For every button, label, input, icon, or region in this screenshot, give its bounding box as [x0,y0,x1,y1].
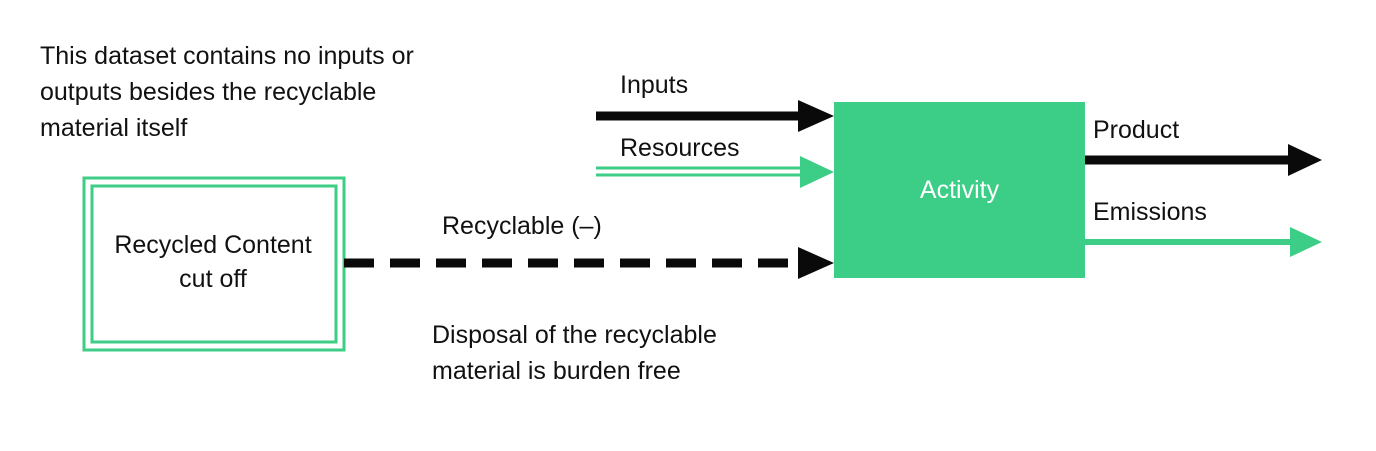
inputs-arrow [596,100,834,132]
cutoff-box-label: Recycled Content cut off [114,231,312,293]
resources-arrow [596,156,834,188]
resources-label: Resources [620,134,740,162]
disposal-note: Disposal of the recyclable material is b… [432,321,717,385]
product-label: Product [1093,116,1180,144]
cutoff-box-inner-border [90,184,338,344]
recyclable-arrow [344,247,834,279]
dataset-note: This dataset contains no inputs or outpu… [40,42,414,142]
emissions-arrow [1085,227,1322,257]
product-arrow [1085,144,1322,176]
activity-box [834,102,1085,278]
emissions-label: Emissions [1093,198,1207,226]
inputs-label: Inputs [620,71,689,99]
activity-box-label: Activity [919,175,1000,204]
recyclable-label: Recyclable (–) [442,212,602,240]
